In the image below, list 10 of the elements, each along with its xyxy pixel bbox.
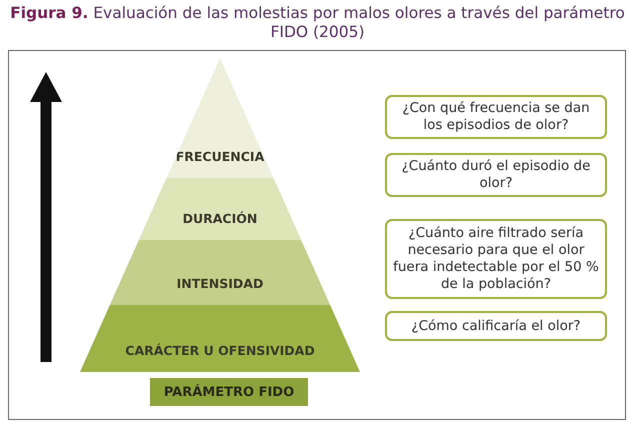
parameter-label: PARÁMETRO FIDO (150, 378, 308, 406)
question-box: ¿Cómo calificaría el olor? (385, 311, 607, 341)
pyramid-level: CARÁCTER U OFENSIVIDAD (80, 305, 360, 372)
figure-title: Figura 9. Evaluación de las molestias por malos olores a través del parámetro FIDO (2005) (9, 4, 626, 42)
pyramid-level: INTENSIDAD (110, 240, 330, 305)
question-box: ¿Cuánto duró el episodio de olor? (385, 153, 607, 197)
question-box: ¿Con qué frecuencia se dan los episodios de olor? (385, 95, 607, 139)
pyramid-level: DURACIÓN (138, 178, 302, 240)
question-box: ¿Cuánto aire filtrado sería necesario para que el olor fuera indetectable por el 50 % de la población? (385, 219, 607, 299)
pyramid-level: FRECUENCIA (166, 58, 274, 178)
